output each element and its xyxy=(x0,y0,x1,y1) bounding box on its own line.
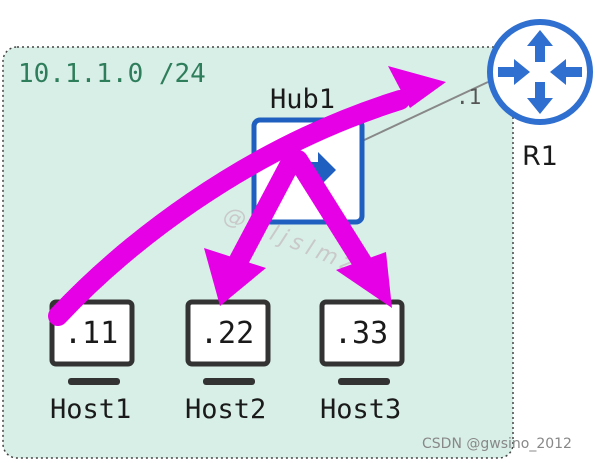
router-arrow-left-icon xyxy=(498,59,530,85)
traffic-flow xyxy=(48,66,446,326)
router-icon xyxy=(487,19,593,125)
host-label: Host2 xyxy=(185,394,266,425)
hub-label: Hub1 xyxy=(270,84,335,115)
flow-arrow-to-host3 xyxy=(288,150,372,272)
flow-arrow-to-host2-head xyxy=(204,248,266,306)
host-label: Host3 xyxy=(320,394,401,425)
credit-text: CSDN @gwsino_2012 xyxy=(422,436,572,452)
monitor-icon xyxy=(319,299,405,367)
monitor-icon xyxy=(185,299,271,367)
flow-arrow-to-router xyxy=(48,90,410,326)
flow-arrow-to-host3-head xyxy=(336,252,392,308)
router-arrow-down-icon xyxy=(527,82,553,114)
subnet-label: 10.1.1.0 /24 xyxy=(18,59,206,89)
host-label: Host1 xyxy=(50,394,131,425)
host-1: .11 Host1 xyxy=(49,299,135,425)
router-arrow-up-icon xyxy=(527,30,553,62)
host-2: .22 Host2 xyxy=(185,299,271,425)
router: R1 xyxy=(487,19,593,172)
host-ip: .22 xyxy=(200,316,254,351)
flow-arrow-to-host2 xyxy=(228,150,302,272)
router-arrow-right-icon xyxy=(550,59,582,85)
flow-arrow-to-router-head xyxy=(388,66,446,108)
host-ip: .33 xyxy=(334,316,388,351)
hub-arrow-icon xyxy=(300,152,336,188)
keyboard-icon xyxy=(68,378,120,385)
monitor-icon xyxy=(49,299,135,367)
host-ip: .11 xyxy=(64,316,118,351)
router-label: R1 xyxy=(522,141,558,172)
keyboard-icon xyxy=(338,378,390,385)
router-interface-label: .1 xyxy=(456,85,481,109)
router-link xyxy=(359,81,489,143)
keyboard-icon xyxy=(203,378,255,385)
host-3: .33 Host3 xyxy=(319,299,405,425)
